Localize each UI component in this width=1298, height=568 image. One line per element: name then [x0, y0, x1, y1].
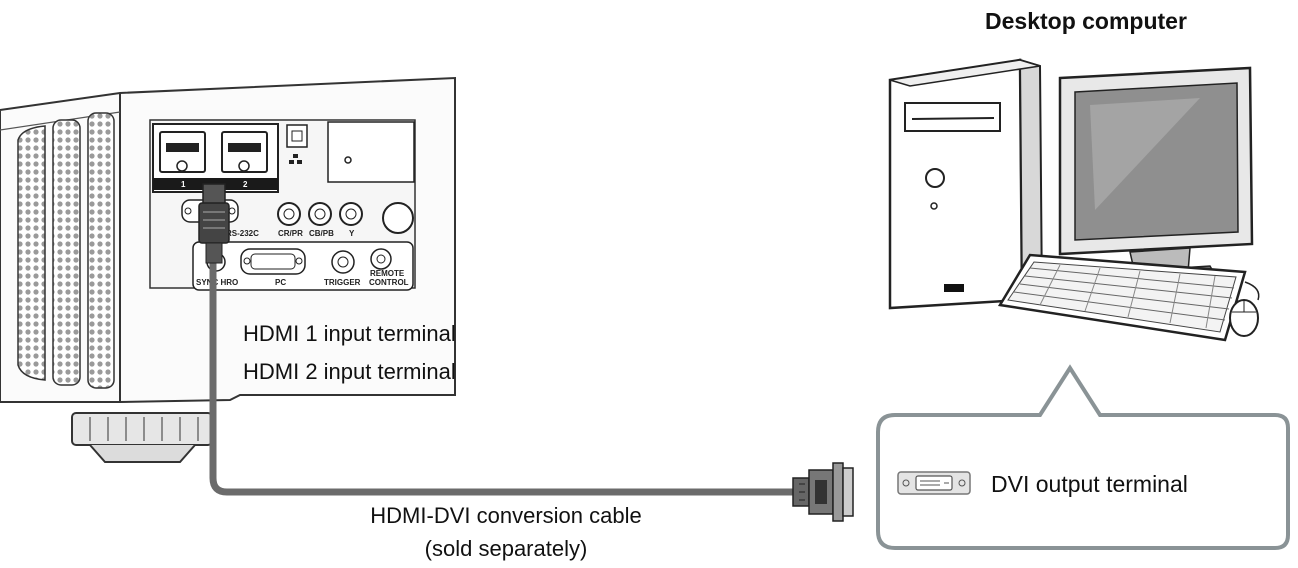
vent-grille	[17, 112, 115, 389]
desktop-computer	[888, 58, 1260, 342]
pc-label: PC	[275, 278, 286, 287]
hdmi1-terminal-label: HDMI 1 input terminal	[243, 321, 456, 346]
hdmi-1-port	[159, 131, 206, 173]
projector-foot	[71, 412, 213, 463]
trigger-label: TRIGGER	[324, 278, 361, 287]
remote-port: REMOTE CONTROL	[369, 248, 409, 287]
cr-label: CR/PR	[278, 229, 303, 238]
projector: 1 2 RS-232C CR/PR CB/PB	[0, 76, 456, 463]
dvi-port-icon	[897, 471, 971, 495]
pc-port: PC	[240, 248, 306, 287]
desktop-computer-label: Desktop computer	[985, 8, 1187, 34]
control-label: CONTROL	[369, 278, 409, 287]
port-1-tag: 1	[181, 180, 186, 189]
y-label: Y	[349, 229, 355, 238]
mouse	[1229, 281, 1260, 337]
keyboard	[997, 253, 1247, 342]
cable-label: HDMI-DVI conversion cable	[370, 503, 642, 528]
hdmi2-terminal-label: HDMI 2 input terminal	[243, 359, 456, 384]
hdmi-2-port	[221, 131, 268, 173]
lan-port	[286, 124, 308, 164]
rs232c-label: RS-232C	[226, 229, 259, 238]
terminal-panel: 1 2 RS-232C CR/PR CB/PB	[149, 119, 416, 291]
dvi-plug	[792, 462, 854, 522]
hdmi-plug	[198, 183, 230, 264]
trigger-port: TRIGGER	[324, 250, 361, 287]
component-ports: CR/PR CB/PB Y	[277, 202, 414, 238]
dvi-output-label: DVI output terminal	[991, 471, 1188, 497]
hdmi-dvi-cable	[198, 183, 854, 522]
sync-label: SYNC HRO	[196, 278, 238, 287]
cb-label: CB/PB	[309, 229, 334, 238]
remote-label: REMOTE	[370, 269, 405, 278]
port-2-tag: 2	[243, 180, 248, 189]
monitor	[1058, 66, 1254, 287]
dvi-callout	[876, 364, 1290, 550]
cable-note: (sold separately)	[424, 536, 588, 561]
